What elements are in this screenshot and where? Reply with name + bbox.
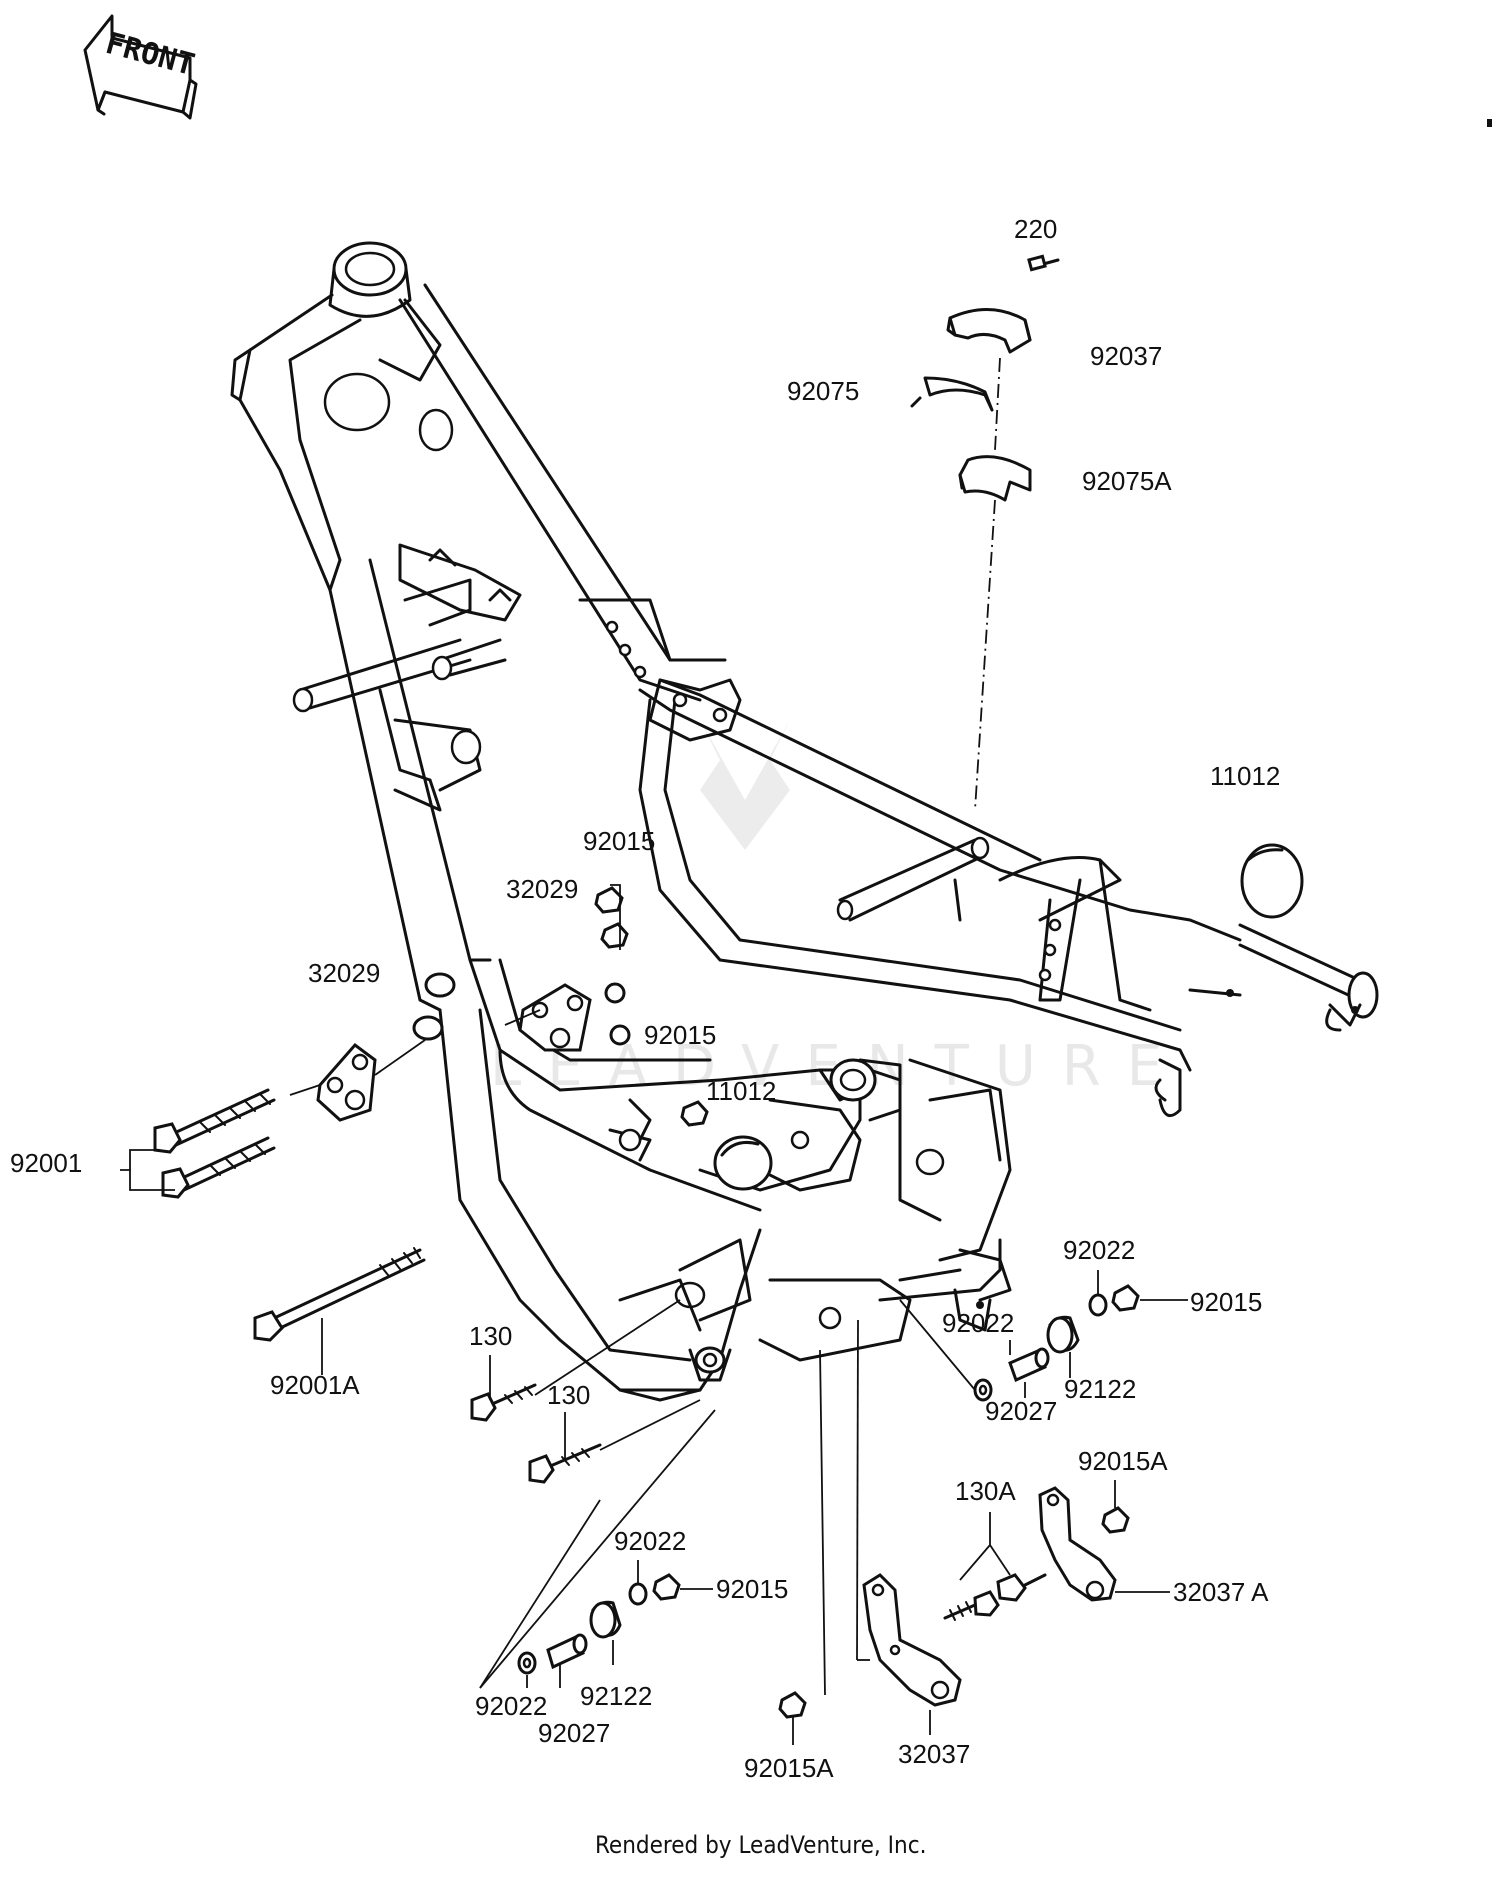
part-label-130-upper: 130 [469, 1321, 512, 1351]
part-label-130-lower: 130 [547, 1380, 590, 1410]
engine-mount-plate-upper [518, 982, 631, 1052]
bolt-92001A [253, 1247, 426, 1342]
guide-line [974, 499, 996, 811]
part-label-92022-right-mid: 92022 [942, 1308, 1014, 1338]
guide-line [289, 1084, 321, 1096]
guide-line [374, 1039, 426, 1076]
part-label-220: 220 [1014, 214, 1057, 244]
nut-92015A-right [1101, 1506, 1130, 1534]
part-label-32037A: 32037 A [1173, 1577, 1269, 1607]
part-labels: 220 92037 92075 92075A 11012 92015 32029… [10, 214, 1280, 1783]
front-label: FRONT [102, 26, 198, 83]
bolt-130-upper [470, 1383, 537, 1422]
guide-line [856, 1319, 859, 1661]
part-label-92027-right: 92027 [985, 1396, 1057, 1426]
part-label-11012-rear: 11012 [1210, 761, 1280, 791]
part-label-92015-b: 92015 [644, 1020, 716, 1050]
part-label-92015-lower: 92015 [716, 1574, 788, 1604]
part-label-92015-a: 92015 [583, 826, 655, 856]
clamp-assembly [910, 254, 1060, 502]
guide-line [479, 1409, 716, 1689]
rubber-plug-center [713, 1135, 773, 1191]
part-label-92022-right-top: 92022 [1063, 1235, 1135, 1265]
part-label-92015A-right: 92015A [1078, 1446, 1168, 1476]
part-label-92037: 92037 [1090, 341, 1162, 371]
bolt-92001 [153, 1088, 276, 1199]
nut-92015A-bottom [778, 1691, 807, 1719]
part-label-92122-lower: 92122 [580, 1681, 652, 1711]
bolt-130A [943, 1573, 1047, 1621]
guide-line [899, 1299, 976, 1391]
guide-line [599, 1399, 701, 1451]
part-label-32029-lower: 32029 [308, 958, 380, 988]
guide-line [120, 1169, 175, 1191]
part-label-92075A: 92075A [1082, 466, 1172, 496]
guide-line [989, 1544, 1011, 1576]
front-direction-badge: FRONT [83, 14, 198, 120]
motorcycle-frame [230, 241, 1379, 1402]
part-label-32029-upper: 32029 [506, 874, 578, 904]
guide-line [534, 1299, 681, 1396]
corner-mark [1487, 119, 1492, 127]
engine-mount-plate-lower [316, 1042, 377, 1122]
spacer-group-right [973, 1284, 1140, 1402]
part-label-92022-lower-left: 92022 [475, 1691, 547, 1721]
part-label-92022-lower-top: 92022 [614, 1526, 686, 1556]
bolt-130-lower [528, 1443, 602, 1484]
part-label-92015A-bottom: 92015A [744, 1753, 834, 1783]
rubber-plug-rear [1240, 843, 1304, 919]
guide-line [819, 1349, 826, 1696]
guide-line [129, 1149, 160, 1170]
guide-line [479, 1499, 601, 1689]
part-label-92122-right: 92122 [1064, 1374, 1136, 1404]
part-label-92001A: 92001A [270, 1370, 360, 1400]
bracket-32037A [1038, 1486, 1117, 1602]
part-label-92027-lower: 92027 [538, 1718, 610, 1748]
nut-92015-center [680, 1100, 709, 1127]
part-label-32037: 32037 [898, 1739, 970, 1769]
part-label-92015-right: 92015 [1190, 1287, 1262, 1317]
guide-line [994, 357, 1001, 451]
bracket-32037 [862, 1573, 962, 1707]
guide-line [959, 1512, 991, 1581]
nut-92015-upper [594, 884, 629, 950]
part-label-92075: 92075 [787, 376, 859, 406]
part-label-92001: 92001 [10, 1148, 82, 1178]
guide-line [504, 1009, 541, 1026]
footer-credit: Rendered by LeadVenture, Inc. [595, 1831, 926, 1859]
spacer-group-lower [517, 1573, 681, 1675]
part-label-130A: 130A [955, 1476, 1016, 1506]
part-label-11012-center: 11012 [706, 1076, 776, 1106]
